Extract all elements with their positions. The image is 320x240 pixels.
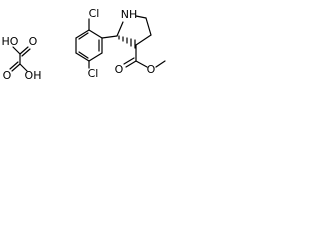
chemical-structure: HO O O OH Cl Cl — [2, 7, 166, 82]
bond — [19, 63, 28, 72]
bond — [75, 29, 90, 39]
bond — [155, 60, 166, 68]
atom-label-nh: NH — [121, 8, 138, 21]
bond — [75, 52, 90, 62]
bond — [145, 17, 152, 36]
bond — [116, 21, 124, 37]
bond — [135, 60, 148, 68]
atom-label-o: O — [29, 35, 38, 48]
bond — [88, 52, 103, 62]
atom-label-o: O — [3, 69, 12, 82]
bond — [135, 34, 152, 46]
atom-label-cl: Cl — [88, 67, 99, 80]
bond — [9, 61, 19, 70]
atom-label-o: O — [147, 63, 156, 76]
bond — [78, 32, 89, 40]
oxalic-acid: HO O O OH — [2, 35, 42, 82]
dichlorophenyl-ring: Cl Cl — [75, 7, 103, 80]
bond — [19, 46, 29, 55]
stereo-hash-bond — [118, 35, 136, 49]
bond — [101, 35, 118, 39]
atom-label-o: O — [115, 63, 124, 76]
atom-label-ho: HO — [2, 35, 19, 48]
bond — [123, 57, 135, 65]
bond — [11, 63, 21, 72]
bond — [88, 29, 103, 39]
bond — [135, 15, 147, 19]
bond — [78, 51, 89, 59]
atom-label-oh: OH — [25, 69, 42, 82]
pyrrolidine-ring: NH — [101, 8, 152, 49]
bond — [21, 48, 31, 57]
atom-label-cl: Cl — [89, 7, 100, 20]
bond — [12, 46, 21, 55]
bond — [125, 60, 137, 68]
methyl-ester: O O — [115, 44, 166, 76]
